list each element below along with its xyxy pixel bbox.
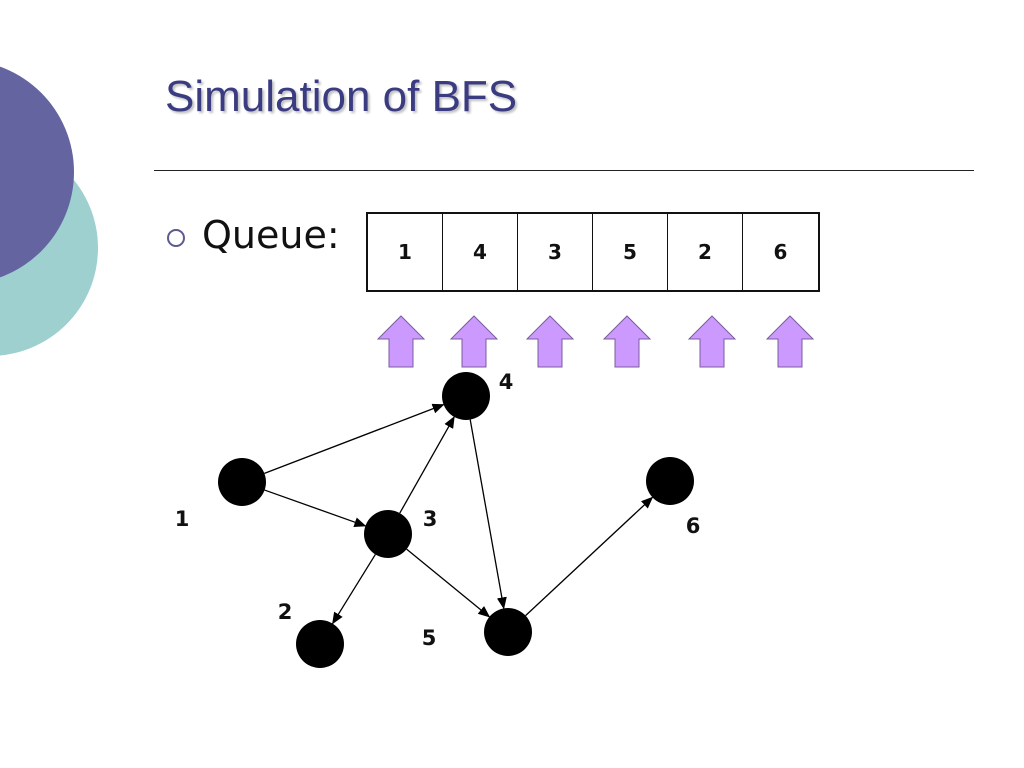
edge-1-to-4 [264, 403, 445, 475]
queue-cell: 4 [443, 214, 518, 290]
queue-cell: 6 [773, 240, 788, 264]
node-1 [218, 458, 266, 506]
node-label-6: 6 [686, 514, 701, 538]
decorative-circles [0, 66, 98, 356]
queue-cell: 3 [518, 214, 593, 290]
node-label-3: 3 [423, 507, 438, 531]
up-arrow-icon [376, 315, 426, 368]
slide-title: Simulation of BFS [165, 72, 518, 121]
node-5 [484, 608, 532, 656]
graph-nodes [218, 372, 694, 668]
up-arrow-icon [687, 315, 737, 368]
edge-1-to-3 [264, 489, 367, 527]
purple-circle [0, 66, 74, 278]
queue-cell: 5 [593, 214, 668, 290]
up-arrow-icon [765, 315, 815, 368]
edge-4-to-5 [469, 419, 507, 610]
node-label-1: 1 [175, 507, 190, 531]
up-arrow-icon [525, 315, 575, 368]
up-arrow-icon [449, 315, 499, 368]
queue-cell: 2 [668, 214, 743, 290]
up-arrow-icon [602, 315, 652, 368]
queue-cell: 1 [368, 214, 443, 290]
bullet-icon [167, 229, 185, 247]
node-label-2: 2 [278, 600, 293, 624]
queue-label: Queue: [202, 213, 340, 257]
edge-3-to-4 [399, 416, 455, 514]
node-2 [296, 620, 344, 668]
edge-3-to-5 [406, 548, 491, 618]
queue-box: 1 4 3 5 2 6 [366, 212, 820, 292]
title-divider [154, 170, 974, 171]
graph-labels: 1 2 3 4 5 6 [175, 370, 701, 650]
node-3 [364, 510, 412, 558]
graph-edges [264, 403, 654, 625]
node-label-5: 5 [422, 626, 437, 650]
edge-3-to-2 [332, 554, 376, 625]
node-label-4: 4 [499, 370, 514, 394]
node-6 [646, 457, 694, 505]
queue-pointer-arrows [376, 315, 815, 368]
edge-5-to-6 [525, 496, 654, 617]
node-4 [442, 372, 490, 420]
